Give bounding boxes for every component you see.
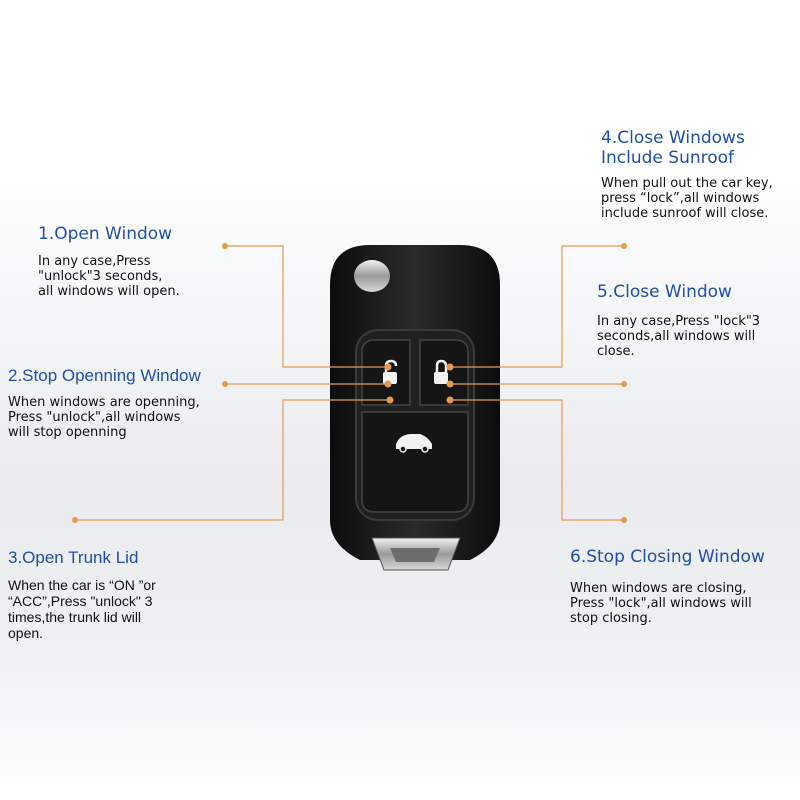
callout-open-window: 1.Open Window In any case,Press "unlock"… [38,224,180,299]
callout-stop-opening-window: 2.Stop Openning Window When windows are … [8,366,201,440]
callout-description: In any case,Press "unlock"3 seconds, all… [38,254,180,299]
callout-close-windows-sunroof: 4.Close Windows Include Sunroof When pul… [601,128,773,221]
callout-open-trunk-lid: 3.Open Trunk Lid When the car is “ON ”or… [8,548,156,641]
callout-stop-closing-window: 6.Stop Closing Window When windows are c… [570,547,765,626]
trunk-car-icon [396,434,432,453]
release-button[interactable] [354,260,390,292]
callout-description: In any case,Press "lock"3 seconds,all wi… [597,314,761,359]
callout-title: 2.Stop Openning Window [8,366,201,385]
trunk-button[interactable] [361,411,469,513]
callout-description: When windows are openning, Press "unlock… [8,395,200,440]
callout-description: When windows are closing, Press "lock",a… [570,581,752,626]
callout-close-window: 5.Close Window In any case,Press "lock"3… [597,282,760,359]
callout-description: When the car is “ON ”or “ACC”,Press "unl… [8,577,156,641]
callout-title: 6.Stop Closing Window [570,547,765,567]
leader-dots [72,243,627,523]
callout-title: 1.Open Window [38,224,173,244]
callout-title: 3.Open Trunk Lid [8,548,139,567]
callout-title: 4.Close Windows Include Sunroof [601,128,745,168]
callout-description: When pull out the car key, press “lock”,… [601,176,773,221]
callout-title: 5.Close Window [597,282,732,302]
leader-lines [75,245,624,521]
lock-icon [434,359,448,384]
